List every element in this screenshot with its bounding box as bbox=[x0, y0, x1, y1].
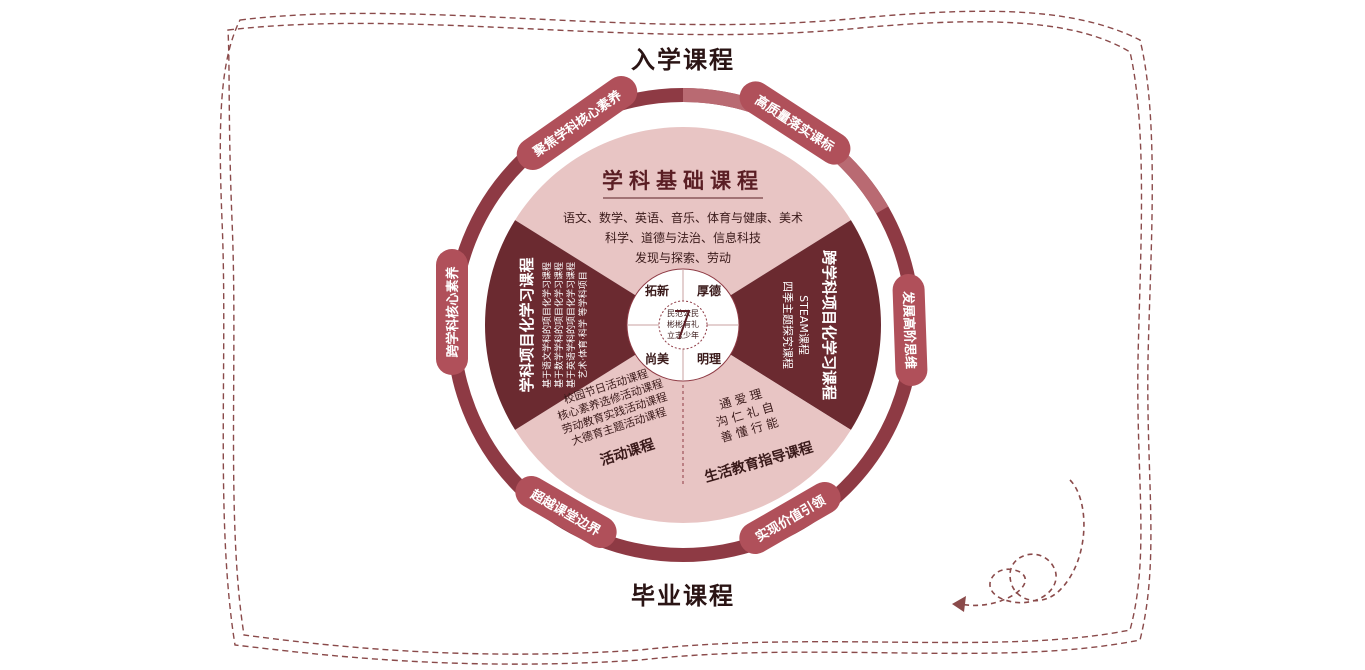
outer-label-pill-bg bbox=[739, 81, 851, 165]
core-quadrant-label: 明理 bbox=[697, 352, 721, 366]
core-quadrant-label: 厚德 bbox=[697, 283, 721, 298]
outer-label-pill-bg bbox=[515, 476, 617, 548]
sector-bottom-left bbox=[515, 352, 683, 523]
core-center-line: 彬彬有礼 bbox=[667, 319, 699, 329]
title-entry-courses: 入学课程 bbox=[631, 46, 735, 74]
outer-label-pill-bg bbox=[436, 249, 468, 375]
course-sectors: 学科基础课程语文、数学、英语、音乐、体育与健康、美术科学、道德与法治、信息科技发… bbox=[484, 127, 881, 523]
outer-label-text: 发展高阶思维 bbox=[900, 290, 919, 370]
outer-label-pill-bg bbox=[516, 76, 638, 170]
title-graduation-courses: 毕业课程 bbox=[631, 582, 735, 610]
sector-left bbox=[484, 220, 639, 430]
outer-label-pill: 跨学科核心素养 bbox=[436, 249, 468, 375]
sector-left-line: 基于语文学科的项目化学习课程 bbox=[541, 262, 553, 388]
sector-right-title: 跨学科项目化学习课程 bbox=[820, 250, 838, 400]
sector-left-line: 基于数学学科的项目化学习课程 bbox=[553, 262, 565, 388]
outer-label-pill-bg bbox=[739, 482, 841, 554]
core-center-line: 民范公民 bbox=[667, 308, 699, 318]
sector-left-line: 基于英语学科的项目化学习课程 bbox=[565, 262, 577, 388]
core-logo-icon bbox=[675, 310, 691, 340]
sector-right-line: STEAM课程 bbox=[797, 295, 810, 355]
sector-right bbox=[727, 220, 881, 430]
sector-top-line: 发现与探索、劳动 bbox=[635, 250, 731, 265]
core-center-line: 立志少年 bbox=[667, 330, 699, 340]
sector-left-line: 艺术·体育·科学 等学科项目 bbox=[577, 271, 589, 379]
arrow-head-icon bbox=[952, 596, 966, 612]
sector-top-line: 语文、数学、英语、音乐、体育与健康、美术 bbox=[563, 210, 803, 225]
sector-top-line: 科学、道德与法治、信息科技 bbox=[605, 230, 761, 245]
sector-left-title: 学科项目化学习课程 bbox=[518, 257, 536, 392]
outer-label-pill: 发展高阶思维 bbox=[892, 274, 928, 386]
core-quadrant-label: 尚美 bbox=[645, 351, 670, 366]
core-quadrant-label: 拓新 bbox=[645, 283, 669, 298]
sector-bottom-right bbox=[683, 352, 851, 523]
sector-top bbox=[515, 127, 851, 298]
outer-label-text: 跨学科核心素养 bbox=[445, 266, 461, 358]
sector-right-line: 四季主题探究课程 bbox=[781, 281, 795, 369]
curly-arrow-decoration bbox=[959, 479, 1085, 607]
sector-left-text: 学科项目化学习课程基于语文学科的项目化学习课程基于数学学科的项目化学习课程基于英… bbox=[518, 257, 589, 392]
outer-label-pill-bg bbox=[892, 274, 928, 386]
dashed-frame bbox=[219, 10, 1153, 665]
sector-top-title: 学科基础课程 bbox=[602, 169, 764, 193]
